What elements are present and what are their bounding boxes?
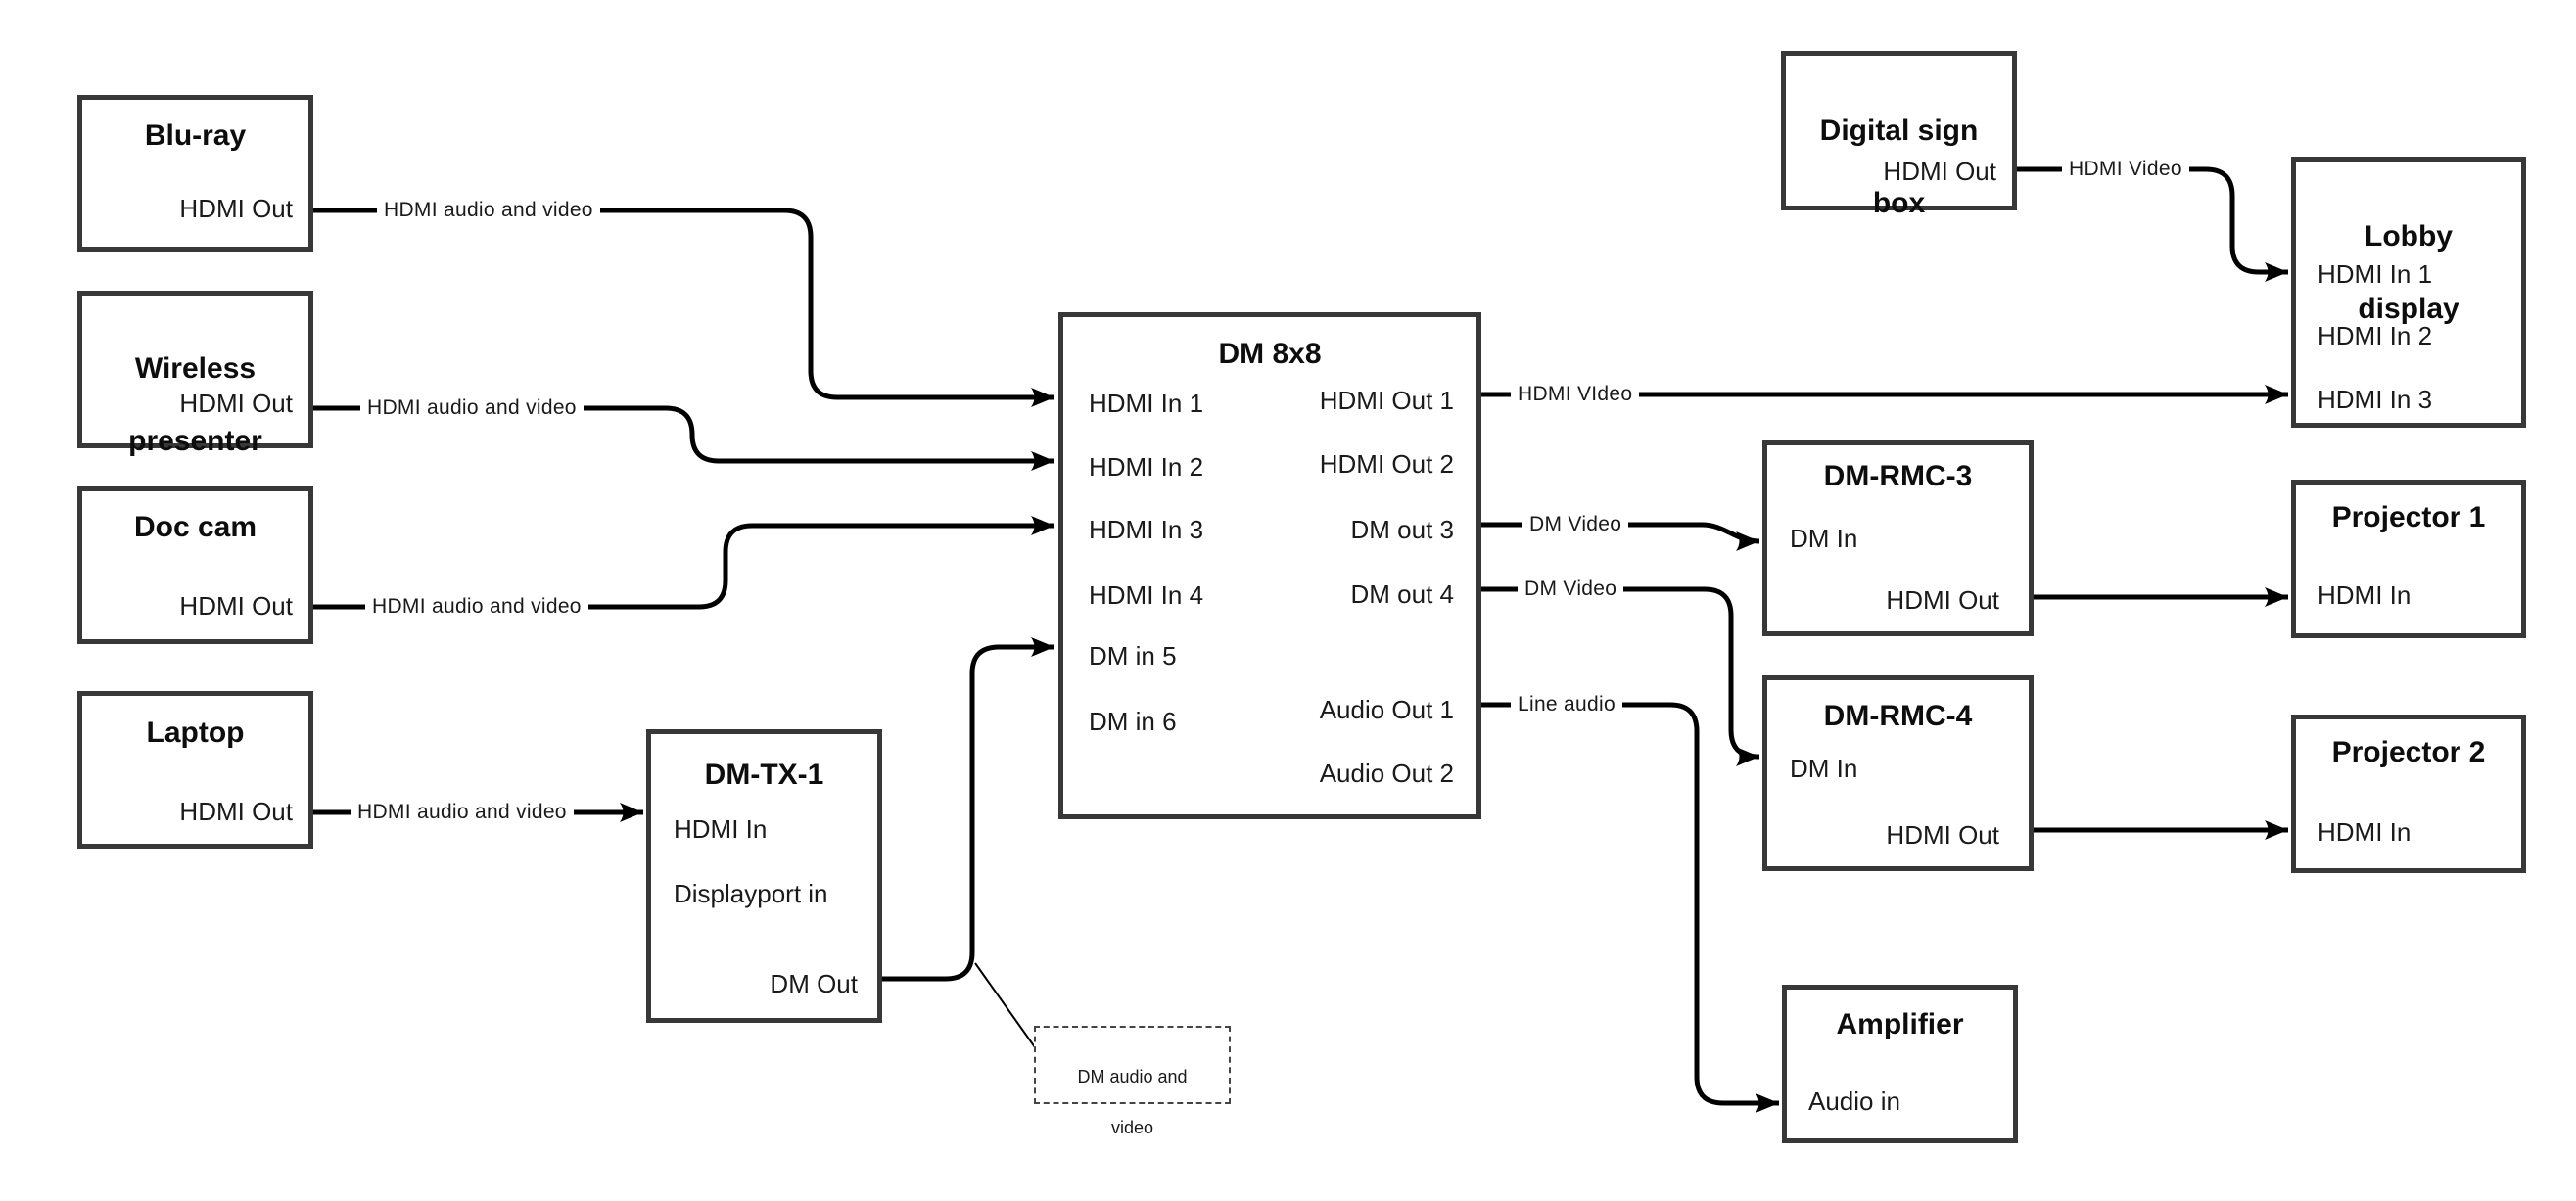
wire-label-bluray: HDMI audio and video [377, 197, 600, 224]
port-dm-tx-1-displayport-in: Displayport in [674, 879, 828, 908]
node-dm-rmc-3: DM-RMC-3 DM In HDMI Out [1762, 440, 2034, 636]
port-dm8x8-hdmi-in-3: HDMI In 3 [1089, 515, 1204, 544]
port-dm8x8-dm-out-4: DM out 4 [1350, 579, 1455, 609]
port-dm8x8-audio-out-2: Audio Out 2 [1319, 759, 1454, 788]
node-wireless-presenter-title: Wireless presenter [82, 314, 308, 459]
port-dm8x8-hdmi-in-4: HDMI In 4 [1089, 580, 1204, 610]
port-dm8x8-dm-out-3: DM out 3 [1350, 515, 1455, 544]
node-digital-sign-box: Digital sign box HDMI Out [1781, 51, 2017, 219]
port-dm8x8-hdmi-out-1: HDMI Out 1 [1319, 386, 1454, 415]
title-line-2: box [1872, 187, 1926, 219]
wire-digitalsign-to-lobby-in1 [2017, 166, 2288, 282]
title-line-1: Lobby [2365, 220, 2453, 253]
callout-dm-audio-and-video: DM audio and video [1034, 1026, 1231, 1137]
node-doc-cam-title: Doc cam [133, 511, 258, 543]
port-wireless-hdmi-out: HDMI Out [179, 389, 293, 418]
port-projector-1-hdmi-in: HDMI In [2318, 580, 2412, 610]
wire-dm8x8-audioout1-to-amplifier [1481, 702, 1779, 1113]
node-dm-8x8: DM 8x8 HDMI In 1 HDMI In 2 HDMI In 3 HDM… [1058, 312, 1481, 819]
node-dm-rmc-4: DM-RMC-4 DM In HDMI Out [1762, 675, 2034, 871]
node-dm-tx-1-title: DM-TX-1 [704, 759, 824, 791]
wire-bluray-to-dm8x8-in1 [313, 208, 1054, 407]
port-amplifier-audio-in: Audio in [1808, 1086, 1900, 1116]
port-dm8x8-audio-out-1: Audio Out 1 [1319, 695, 1454, 724]
port-dm-tx-1-hdmi-in: HDMI In [674, 814, 768, 844]
port-lobby-hdmi-in-1: HDMI In 1 [2318, 259, 2433, 289]
wire-label-dm-out-3: DM Video [1522, 511, 1629, 538]
node-projector-2: Projector 2 HDMI In [2291, 715, 2526, 873]
node-dm-rmc-3-title: DM-RMC-3 [1823, 460, 1973, 492]
port-dm8x8-hdmi-in-1: HDMI In 1 [1089, 389, 1204, 418]
wire-doccam-to-dm8x8-in3 [313, 516, 1054, 610]
port-laptop-hdmi-out: HDMI Out [179, 797, 293, 826]
title-line-1: Wireless [134, 352, 257, 385]
port-dm-tx-1-dm-out: DM Out [770, 969, 858, 998]
port-lobby-hdmi-in-3: HDMI In 3 [2318, 385, 2433, 414]
wire-label-hdmi-out-1: HDMI VIdeo [1511, 381, 1640, 408]
wire-dm8x8-dmout3-to-rmc3 [1481, 522, 1760, 551]
wire-label-dm-out-4: DM Video [1518, 576, 1624, 603]
port-rmc4-hdmi-out: HDMI Out [1886, 820, 1999, 850]
port-rmc3-dm-in: DM In [1790, 524, 1858, 553]
node-amplifier: Amplifier Audio in [1782, 985, 2018, 1143]
callout-line-1: DM audio and [1077, 1067, 1188, 1086]
port-projector-2-hdmi-in: HDMI In [2318, 817, 2412, 847]
wire-label-doccam: HDMI audio and video [365, 593, 588, 621]
node-projector-2-title: Projector 2 [2331, 736, 2486, 768]
node-doc-cam: Doc cam HDMI Out [77, 486, 313, 644]
port-lobby-hdmi-in-2: HDMI In 2 [2318, 321, 2433, 350]
node-blu-ray-title: Blu-ray [144, 119, 247, 152]
node-projector-1-title: Projector 1 [2331, 501, 2486, 533]
port-dm8x8-hdmi-out-2: HDMI Out 2 [1319, 449, 1454, 479]
node-wireless-presenter: Wireless presenter HDMI Out [77, 291, 313, 457]
port-doc-cam-hdmi-out: HDMI Out [179, 591, 293, 621]
node-lobby-display: Lobby display HDMI In 1 HDMI In 2 HDMI I… [2291, 157, 2526, 428]
title-line-2: display [2358, 293, 2459, 325]
port-dm8x8-hdmi-in-2: HDMI In 2 [1089, 452, 1204, 482]
node-lobby-display-title: Lobby display [2296, 182, 2521, 327]
port-rmc4-dm-in: DM In [1790, 754, 1858, 783]
wire-dm8x8-dmout4-to-rmc4 [1481, 586, 1759, 766]
port-dm8x8-dm-in-6: DM in 6 [1089, 707, 1177, 736]
wire-wireless-to-dm8x8-in2 [313, 405, 1054, 471]
title-line-2: presenter [128, 425, 262, 457]
callout-line-2: video [1110, 1118, 1154, 1137]
port-digital-sign-hdmi-out: HDMI Out [1883, 157, 1996, 186]
node-dm-8x8-title: DM 8x8 [1218, 338, 1322, 370]
node-blu-ray: Blu-ray HDMI Out [77, 95, 313, 252]
wire-label-wireless: HDMI audio and video [360, 394, 584, 422]
node-amplifier-title: Amplifier [1836, 1008, 1964, 1040]
port-rmc3-hdmi-out: HDMI Out [1886, 585, 1999, 615]
wire-dmtx1-to-dm8x8-in5 [882, 637, 1054, 982]
title-line-1: Digital sign [1819, 115, 1979, 147]
node-dm-tx-1: DM-TX-1 HDMI In Displayport in DM Out [646, 729, 882, 1023]
node-digital-sign-box-title: Digital sign box [1786, 76, 2012, 221]
wire-label-digitalsign: HDMI Video [2062, 156, 2189, 183]
node-laptop: Laptop HDMI Out [77, 691, 313, 849]
node-dm-rmc-4-title: DM-RMC-4 [1823, 700, 1973, 732]
node-projector-1: Projector 1 HDMI In [2291, 480, 2526, 638]
node-laptop-title: Laptop [146, 716, 245, 749]
port-dm8x8-dm-in-5: DM in 5 [1089, 641, 1177, 670]
port-blu-ray-hdmi-out: HDMI Out [179, 194, 293, 223]
wire-label-audio-out-1: Line audio [1511, 691, 1622, 718]
wire-label-laptop: HDMI audio and video [351, 799, 574, 826]
callout-leader-line [974, 962, 1036, 1048]
